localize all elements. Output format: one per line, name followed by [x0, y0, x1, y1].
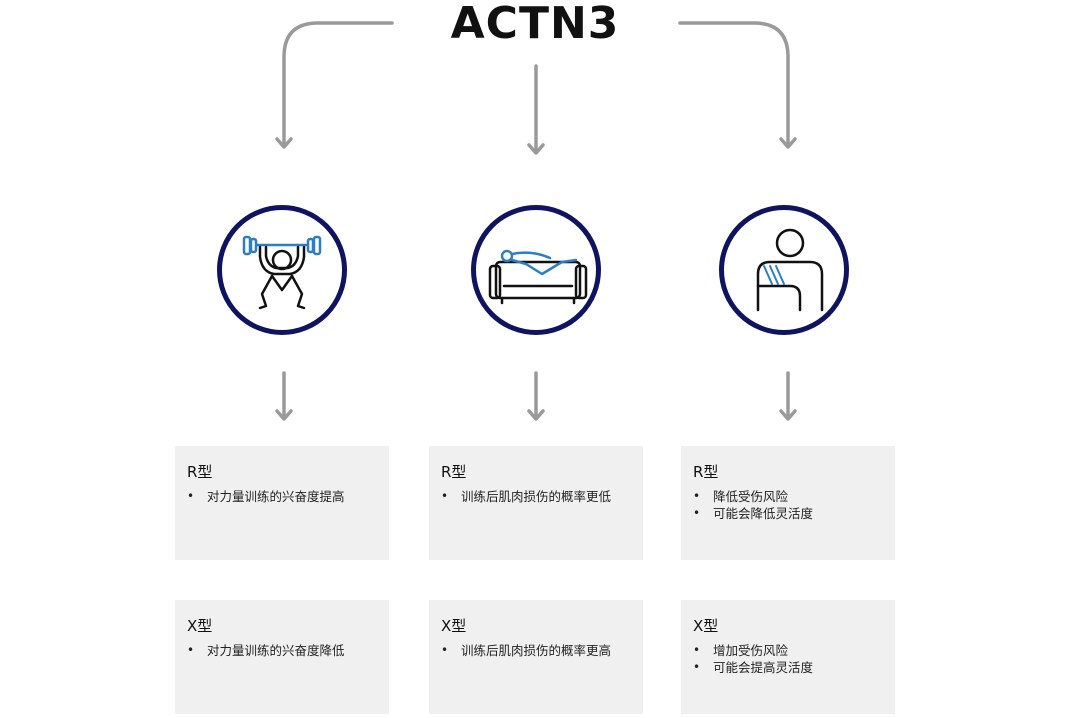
- person-on-sofa-icon: [488, 249, 588, 305]
- arrowhead-left-icon-to-card: [275, 409, 293, 421]
- card-bullet-list: 训练后肌肉损伤的概率更低: [441, 488, 633, 505]
- arrow-title-to-right: [678, 21, 790, 148]
- card-title: R型: [693, 463, 719, 481]
- card-bullet-list: 增加受伤风险 可能会提高灵活度: [693, 642, 885, 676]
- arrowhead-title-to-middle: [527, 143, 545, 155]
- card-bullet-list: 降低受伤风险 可能会降低灵活度: [693, 488, 885, 522]
- arrow-title-to-left: [282, 21, 394, 148]
- bullet-item: 增加受伤风险: [693, 642, 885, 659]
- card-title: R型: [187, 463, 213, 481]
- weightlifter-icon: [242, 235, 322, 310]
- r-type-card-middle: R型 训练后肌肉损伤的概率更低: [429, 446, 643, 560]
- bullet-item: 可能会提高灵活度: [693, 659, 885, 676]
- x-type-card-left: X型 对力量训练的兴奋度降低: [175, 600, 389, 714]
- bullet-item: 可能会降低灵活度: [693, 505, 885, 522]
- bullet-item: 训练后肌肉损伤的概率更高: [441, 642, 633, 659]
- icon-circle-left: [217, 205, 347, 335]
- icon-circle-middle: [471, 205, 601, 335]
- arrowhead-right-icon-to-card: [779, 409, 797, 421]
- bullet-item: 训练后肌肉损伤的概率更低: [441, 488, 633, 505]
- x-type-card-middle: X型 训练后肌肉损伤的概率更高: [429, 600, 643, 714]
- arm-sling-icon: [756, 228, 824, 312]
- card-title: X型: [441, 617, 467, 635]
- bullet-item: 对力量训练的兴奋度降低: [187, 642, 379, 659]
- card-bullet-list: 训练后肌肉损伤的概率更高: [441, 642, 633, 659]
- x-type-card-right: X型 增加受伤风险 可能会提高灵活度: [681, 600, 895, 714]
- card-title: X型: [187, 617, 213, 635]
- arrowhead-title-to-right: [779, 137, 797, 149]
- icon-circle-right: [719, 205, 849, 335]
- card-bullet-list: 对力量训练的兴奋度提高: [187, 488, 379, 505]
- bullet-item: 降低受伤风险: [693, 488, 885, 505]
- bullet-item: 对力量训练的兴奋度提高: [187, 488, 379, 505]
- card-bullet-list: 对力量训练的兴奋度降低: [187, 642, 379, 659]
- arrowhead-title-to-left: [275, 137, 293, 149]
- card-title: R型: [441, 463, 467, 481]
- card-title: X型: [693, 617, 719, 635]
- r-type-card-left: R型 对力量训练的兴奋度提高: [175, 446, 389, 560]
- diagram-title: ACTN3: [450, 0, 620, 49]
- r-type-card-right: R型 降低受伤风险 可能会降低灵活度: [681, 446, 895, 560]
- arrowhead-middle-icon-to-card: [527, 409, 545, 421]
